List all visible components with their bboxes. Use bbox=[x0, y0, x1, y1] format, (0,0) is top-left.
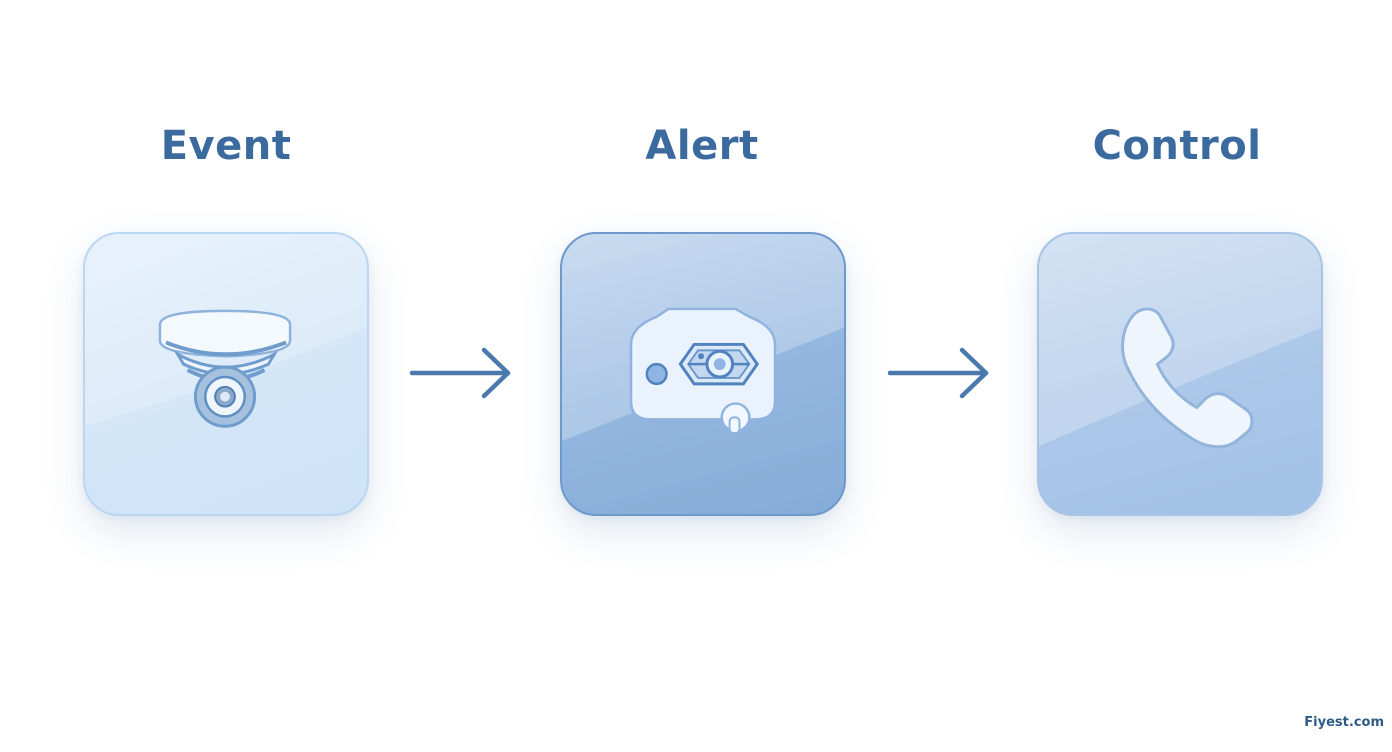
security-camera-icon bbox=[158, 309, 292, 428]
card-gloss bbox=[1039, 234, 1321, 446]
stage-title-event: Event bbox=[160, 123, 292, 169]
alert-card bbox=[560, 232, 846, 516]
phone-handset-icon bbox=[1121, 307, 1254, 449]
alarm-sensor-icon bbox=[629, 307, 777, 435]
arrow-right-icon bbox=[887, 347, 989, 399]
arrow-right-icon bbox=[409, 347, 511, 399]
stage-title-alert: Alert bbox=[645, 123, 759, 169]
stage-title-control: Control bbox=[1092, 123, 1262, 169]
event-card bbox=[83, 232, 369, 516]
watermark: Fiyest.com bbox=[1304, 715, 1384, 730]
control-card bbox=[1037, 232, 1323, 516]
